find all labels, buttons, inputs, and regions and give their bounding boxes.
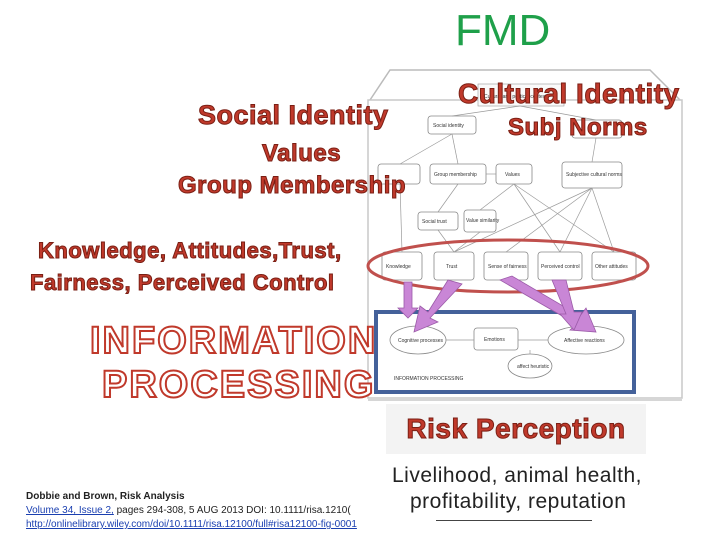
node-subjective-norms-text: Subjective cultural norms: [566, 172, 622, 178]
label-values: Values: [261, 140, 342, 168]
node-values-text: Values: [505, 172, 520, 178]
arrow-3: [551, 279, 583, 331]
arrow-2: [499, 275, 597, 333]
node-cultural-context-text: Cultural and political context: [484, 94, 547, 100]
node-knowledge-text: Knowledge: [386, 264, 411, 270]
inner-connections: [446, 339, 548, 354]
arrow-4: [397, 281, 419, 319]
label-information: INFORMATION: [89, 319, 378, 363]
node-cognitive-text: Cognitive processes: [398, 338, 444, 344]
label-group-membership: Group Membership: [177, 172, 407, 200]
outcome-underline: [436, 520, 592, 521]
risk-perception-box: Risk Perception: [386, 404, 646, 454]
node-subj-norms-small-box: [571, 119, 623, 139]
node-social-identity-text: Social identity: [433, 123, 464, 129]
node-emotions-box: [473, 327, 519, 351]
highlight-ellipse: [366, 238, 650, 294]
outcome-line-1: Livelihood, animal health,: [392, 464, 642, 487]
label-cultural-identity: Cultural Identity: [458, 78, 680, 110]
citation-volume: Volume 34, Issue 2, pages 294-308, 5 AUG…: [26, 505, 351, 516]
label-risk-perception: Risk Perception: [406, 413, 626, 445]
label-knowledge-line: Knowledge, Attitudes,Trust,: [38, 238, 342, 264]
node-left-small-box: [377, 163, 421, 185]
citation-authors: Dobbie and Brown, Risk Analysis: [26, 491, 185, 502]
node-fairness-text: Sense of fairness: [488, 264, 527, 270]
node-emotions-text: Emotions: [484, 337, 505, 343]
label-social-identity: Social Identity: [198, 100, 389, 131]
node-perceived-control-text: Perceived control: [541, 264, 580, 270]
node-group-membership-text: Group membership: [434, 172, 477, 178]
citation-url-link[interactable]: http://onlinelibrary.wiley.com/doi/10.11…: [26, 519, 357, 530]
label-subj-norms: Subj Norms: [508, 114, 648, 142]
node-affective-text: Affective reactions: [564, 338, 605, 344]
node-other-attitudes-text: Other attitudes: [595, 264, 628, 270]
citation-volume-link[interactable]: Volume 34, Issue 2,: [26, 505, 114, 516]
label-fairness-line: Fairness, Perceived Control: [30, 270, 335, 296]
node-trust-text: Trust: [446, 264, 458, 270]
label-processing: PROCESSING: [101, 363, 376, 407]
info-processing-caption: INFORMATION PROCESSING: [394, 376, 463, 382]
information-processing-box: [374, 310, 636, 394]
node-value-similarity-text: Value similarity: [466, 218, 500, 224]
purple-arrows: [397, 275, 597, 333]
page-title: FMD: [455, 6, 551, 55]
outcome-line-2: profitability, reputation: [410, 490, 627, 513]
node-social-trust-text: Social trust: [422, 219, 447, 225]
citation-volume-rest: pages 294-308, 5 AUG 2013 DOI: 10.1111/r…: [113, 505, 351, 516]
house-roof-outline: [369, 69, 681, 101]
arrow-1: [413, 279, 463, 333]
node-affect-heuristic-text: affect heuristic: [517, 364, 550, 370]
